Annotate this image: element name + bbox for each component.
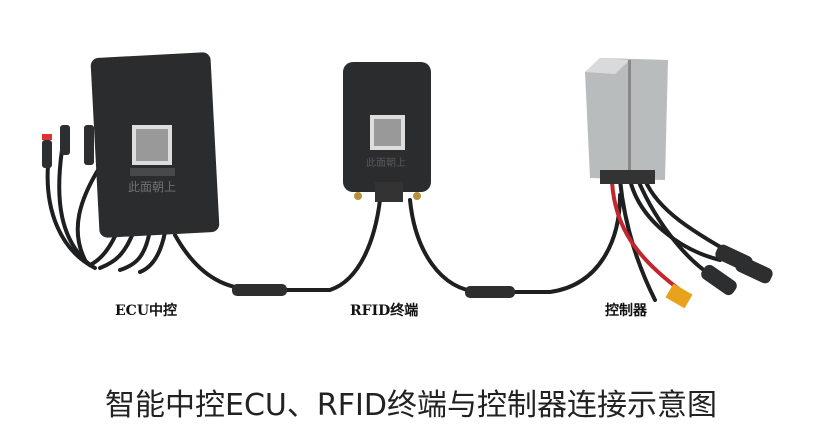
- ecu-device: [90, 52, 220, 238]
- rfid-device: [343, 62, 431, 202]
- connection-diagram-illustration: [42, 52, 773, 309]
- label-ecu: ECU中控: [115, 303, 178, 319]
- label-controller: 控制器: [605, 303, 647, 319]
- xt-connector: [665, 283, 693, 309]
- label-rfid: RFID终端: [350, 303, 419, 319]
- red-plug: [42, 134, 52, 140]
- diagram-caption: 智能中控ECU、RFID终端与控制器连接示意图: [105, 388, 717, 423]
- ecu-face-marking: 此面朝上: [128, 180, 177, 194]
- inline-connectors: [42, 125, 773, 298]
- controller-device: [585, 58, 668, 184]
- rfid-face-marking: 此面朝上: [366, 158, 406, 169]
- red-cable: [610, 181, 682, 292]
